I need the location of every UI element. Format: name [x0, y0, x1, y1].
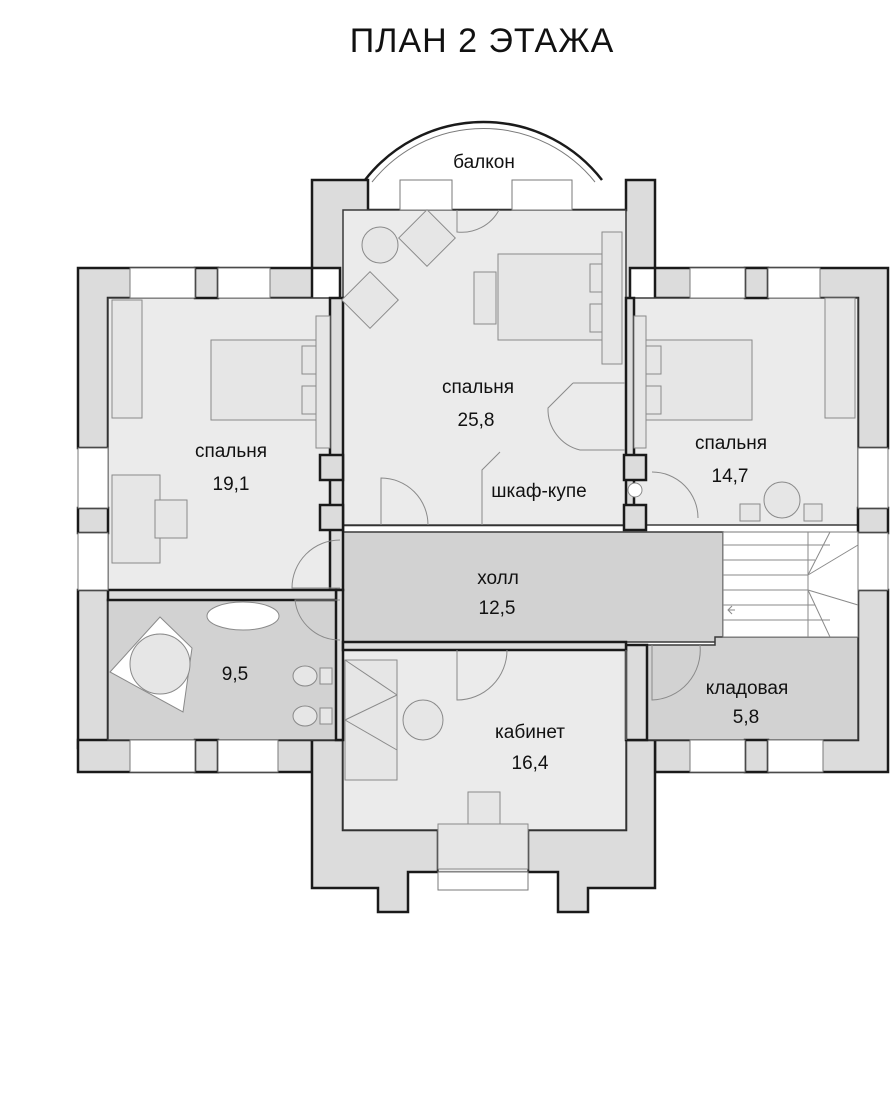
storage-name: кладовая [706, 678, 789, 699]
balcony-arc-inner [371, 128, 596, 183]
bedroom-right-name: спальня [695, 433, 767, 454]
bedroom-master-area: 25,8 [458, 410, 495, 431]
bedroom-left-area: 19,1 [213, 474, 250, 495]
doors [291, 209, 701, 701]
office-name: кабинет [495, 722, 565, 743]
balcony-label: балкон [453, 152, 515, 173]
interior-walls [76, 266, 890, 774]
bedroom-right-area: 14,7 [712, 466, 749, 487]
plan-title: ПЛАН 2 ЭТАЖА [350, 22, 615, 60]
bedroom-left-name: спальня [195, 441, 267, 462]
wardrobe-name: шкаф-купе [491, 481, 586, 502]
hall-name: холл [477, 568, 519, 589]
bathroom-area: 9,5 [222, 664, 248, 685]
windows [77, 179, 889, 891]
office-furniture [344, 650, 627, 870]
office-area: 16,4 [512, 753, 549, 774]
storage-area: 5,8 [733, 707, 759, 728]
bathroom-fixtures [109, 601, 333, 727]
balcony-arc [364, 120, 603, 181]
bedroom-right-furniture [627, 297, 856, 522]
staircase [722, 531, 859, 638]
bedroom-master-furniture [341, 209, 625, 525]
hall-area: 12,5 [479, 598, 516, 619]
bedroom-left-furniture [111, 299, 331, 564]
bedroom-master-name: спальня [442, 377, 514, 398]
hall-floor [342, 531, 724, 643]
